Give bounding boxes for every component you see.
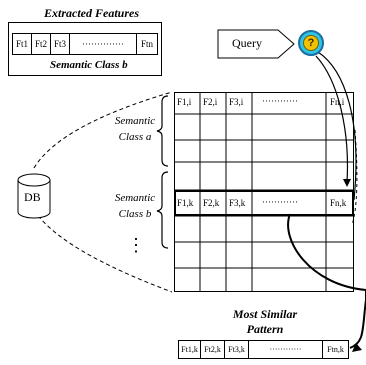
matrix-cell-row-k: Fn,k — [330, 198, 347, 208]
extracted-class-label: Semantic Class b — [50, 59, 128, 71]
semantic-class-b-label: Semantic Class b — [114, 192, 156, 220]
result-cell: Ftn,k — [322, 340, 349, 359]
pattern-matrix — [174, 92, 354, 292]
arrowhead-result — [352, 343, 362, 352]
semantic-class-a-label: Semantic Class a — [114, 115, 156, 143]
matrix-cell-row-i: F2,i — [203, 97, 218, 107]
result-cell: Ft2,k — [200, 340, 225, 359]
db-projection-bottom — [33, 209, 173, 293]
result-cell: Ft3,k — [224, 340, 249, 359]
feature-cell: Ft2 — [31, 33, 51, 55]
brace-class-b — [156, 171, 169, 249]
matrix-cell-row-i: F1,i — [177, 97, 192, 107]
feature-cell: Ft1 — [12, 33, 32, 55]
result-title-line1: Most Similar — [232, 307, 298, 321]
query-arrow-inner — [315, 55, 349, 183]
query-arrow-outer — [317, 51, 357, 201]
matrix-grid-lines — [174, 92, 354, 292]
query-label: Query — [232, 36, 262, 50]
db-projection-top — [33, 91, 173, 169]
question-mark: ? — [303, 35, 319, 51]
arrow-to-result — [287, 213, 366, 349]
matched-row-k — [174, 190, 354, 216]
matrix-cell-row-k: F2,k — [203, 198, 220, 208]
vertical-ellipsis: ⋮ — [127, 235, 145, 255]
matrix-cell-row-k: F1,k — [177, 198, 194, 208]
matrix-cell-ellipsis: ············ — [262, 197, 298, 207]
feature-cell-ellipsis: ·············· — [69, 33, 137, 55]
matrix-cell-ellipsis: ············ — [262, 96, 298, 106]
result-cell-ellipsis: ············ — [248, 340, 323, 359]
db-label: DB — [24, 190, 41, 204]
query-question-icon: ? — [298, 30, 324, 56]
result-title-line2: Pattern — [246, 322, 284, 336]
result-cell: Ft1,k — [178, 340, 201, 359]
brace-class-a — [156, 95, 169, 167]
extracted-features-title: Extracted Features — [44, 6, 139, 20]
matrix-cell-row-i: Fn,i — [330, 97, 345, 107]
matrix-cell-row-i: F3,i — [229, 97, 244, 107]
query-shape — [217, 29, 295, 59]
db-cylinder-icon — [17, 173, 51, 219]
extracted-features-box — [8, 22, 162, 76]
matrix-cell-row-k: F3,k — [229, 198, 246, 208]
feature-cell: Ftn — [136, 33, 158, 55]
feature-cell: Ft3 — [50, 33, 70, 55]
arrowhead-row-k — [343, 179, 351, 187]
